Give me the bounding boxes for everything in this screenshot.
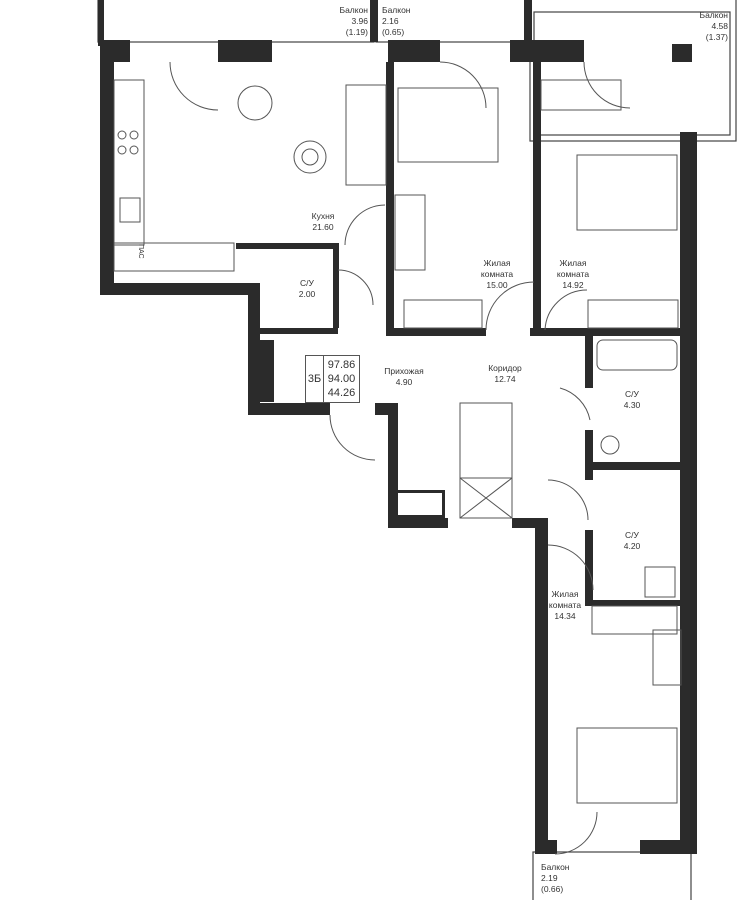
- wall: [248, 283, 260, 415]
- bed-3: [576, 727, 678, 804]
- wall: [100, 283, 250, 295]
- kitchen-mark: ПАС: [137, 244, 144, 259]
- wall: [585, 336, 593, 388]
- wall: [260, 328, 338, 334]
- wall: [258, 340, 274, 402]
- kitchen-counter-bottom: [113, 242, 235, 272]
- wall: [535, 518, 548, 850]
- wall: [585, 430, 593, 480]
- desk-1: [394, 194, 426, 271]
- wall: [535, 840, 557, 854]
- wall: [585, 462, 685, 470]
- desk-2: [540, 79, 622, 111]
- wall: [533, 62, 541, 330]
- wardrobe-1: [403, 299, 483, 329]
- total-area: 97.86: [327, 359, 356, 371]
- wall: [236, 243, 336, 249]
- sink: [119, 197, 141, 223]
- wall: [510, 40, 584, 62]
- balcony-3-outline: [529, 0, 737, 142]
- corridor-wardrobe: [459, 402, 513, 479]
- sofa: [345, 84, 387, 186]
- living-area: 44.26: [327, 387, 356, 399]
- bed-1: [397, 87, 499, 163]
- stove-burner: [117, 130, 127, 140]
- wall: [370, 0, 378, 42]
- wall: [388, 518, 448, 528]
- bed-2: [576, 154, 678, 231]
- wall: [680, 132, 697, 852]
- wall: [248, 403, 330, 415]
- door-swing: [169, 61, 631, 855]
- wall: [386, 328, 486, 336]
- wall: [98, 0, 104, 46]
- area: 94.00: [327, 373, 356, 385]
- wall: [333, 243, 339, 328]
- wall: [585, 530, 593, 600]
- corridor-cabinet: [459, 477, 513, 519]
- rug: [293, 140, 327, 174]
- wall: [100, 40, 114, 295]
- wall: [585, 600, 685, 606]
- bathtub: [596, 339, 678, 371]
- wardrobe-2: [587, 299, 679, 329]
- apartment-info-box: 3Б 97.86 94.00 44.26: [305, 355, 360, 403]
- wardrobe-3: [591, 605, 678, 635]
- kitchen-counter: [113, 79, 145, 246]
- dining-table: [237, 85, 273, 121]
- wall: [388, 40, 440, 62]
- apartment-code: 3Б: [306, 356, 324, 402]
- wall: [524, 0, 532, 42]
- wall: [530, 328, 690, 336]
- wall: [218, 40, 272, 62]
- toilet: [600, 435, 620, 455]
- wall: [386, 62, 394, 330]
- wall: [512, 518, 547, 528]
- wall: [672, 44, 692, 62]
- wall: [388, 403, 398, 528]
- desk-3: [652, 629, 682, 686]
- balcony-4-outline: [532, 851, 692, 900]
- shower: [644, 566, 676, 598]
